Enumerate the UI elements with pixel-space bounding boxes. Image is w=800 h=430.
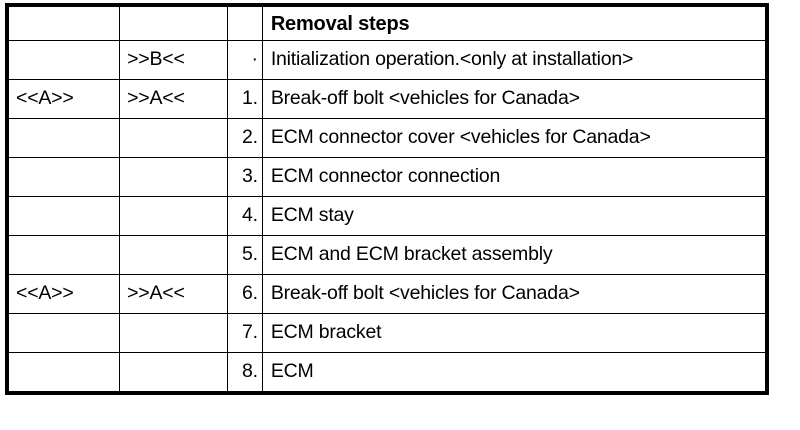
cell-marker-a: [6, 118, 121, 158]
table-row: <<A>> >>A<< 6. Break-off bolt <vehicles …: [6, 274, 768, 314]
header-label-number: [228, 23, 262, 24]
cell-marker-a: <<A>>: [6, 274, 121, 314]
table-row: 8. ECM: [6, 352, 768, 394]
marker-a-label: <<A>>: [16, 284, 74, 304]
cell-step-number: 1.: [226, 79, 263, 119]
cell-marker-b: >>A<<: [119, 274, 228, 314]
cell-marker-a: [6, 313, 121, 353]
step-description-label: ECM and ECM bracket assembly: [270, 245, 553, 265]
removal-steps-table-container: Removal steps >>B<< · Initiali: [5, 3, 769, 395]
cell-marker-a: [6, 196, 121, 236]
cell-marker-b: [119, 196, 228, 236]
step-description-label: ECM connector cover <vehicles for Canada…: [270, 128, 651, 148]
table-header-row: Removal steps: [6, 4, 768, 41]
step-number-label: 7.: [241, 323, 258, 343]
cell-step-description: Initialization operation.<only at instal…: [261, 40, 768, 80]
cell-step-number: 4.: [226, 196, 263, 236]
step-number-label: 1.: [241, 89, 258, 109]
cell-step-description: Break-off bolt <vehicles for Canada>: [261, 79, 768, 119]
cell-marker-a: [6, 235, 121, 275]
table-row: 7. ECM bracket: [6, 313, 768, 353]
table-head: Removal steps: [6, 4, 768, 41]
cell-marker-b: >>B<<: [119, 40, 228, 80]
cell-marker-a: [6, 157, 121, 197]
cell-step-number: ·: [226, 40, 263, 80]
step-description-label: ECM bracket: [270, 323, 382, 343]
table-row: 2. ECM connector cover <vehicles for Can…: [6, 118, 768, 158]
cell-marker-b: >>A<<: [119, 79, 228, 119]
header-cell-marker-a: [6, 4, 121, 41]
header-cell-marker-b: [119, 4, 228, 41]
cell-step-description: ECM: [261, 352, 768, 394]
cell-step-number: 3.: [226, 157, 263, 197]
cell-step-description: ECM connector connection: [261, 157, 768, 197]
marker-b-label: >>A<<: [127, 284, 185, 304]
step-number-label: 3.: [241, 167, 258, 187]
cell-step-number: 2.: [226, 118, 263, 158]
step-description-label: Break-off bolt <vehicles for Canada>: [270, 89, 580, 109]
step-number-label: 5.: [241, 245, 258, 265]
cell-step-description: ECM stay: [261, 196, 768, 236]
cell-marker-b: [119, 235, 228, 275]
cell-step-description: ECM connector cover <vehicles for Canada…: [261, 118, 768, 158]
cell-step-description: ECM and ECM bracket assembly: [261, 235, 768, 275]
cell-marker-b: [119, 157, 228, 197]
cell-step-number: 8.: [226, 352, 263, 394]
step-description-label: ECM stay: [270, 206, 354, 226]
marker-b-label: >>A<<: [127, 89, 185, 109]
header-cell-number: [226, 4, 263, 41]
table-row: 4. ECM stay: [6, 196, 768, 236]
step-description-label: Initialization operation.<only at instal…: [270, 50, 634, 70]
step-number-label: 8.: [241, 362, 258, 382]
step-number-label: 2.: [241, 128, 258, 148]
step-number-label: 6.: [241, 284, 258, 304]
table-row: 5. ECM and ECM bracket assembly: [6, 235, 768, 275]
table-body: >>B<< · Initialization operation.<only a…: [6, 40, 768, 394]
table-row: 3. ECM connector connection: [6, 157, 768, 197]
cell-marker-b: [119, 118, 228, 158]
cell-marker-a: [6, 352, 121, 394]
cell-marker-b: [119, 352, 228, 394]
cell-marker-a: [6, 40, 121, 80]
cell-step-number: 6.: [226, 274, 263, 314]
header-label-marker-b: [120, 23, 227, 24]
step-description-label: Break-off bolt <vehicles for Canada>: [270, 284, 580, 304]
cell-step-number: 5.: [226, 235, 263, 275]
marker-a-label: <<A>>: [16, 89, 74, 109]
step-description-label: ECM: [270, 362, 314, 382]
table-row: <<A>> >>A<< 1. Break-off bolt <vehicles …: [6, 79, 768, 119]
removal-steps-table: Removal steps >>B<< · Initiali: [5, 3, 769, 395]
header-label-marker-a: [9, 23, 119, 24]
cell-step-description: Break-off bolt <vehicles for Canada>: [261, 274, 768, 314]
cell-step-description: ECM bracket: [261, 313, 768, 353]
marker-b-label: >>B<<: [127, 50, 185, 70]
step-description-label: ECM connector connection: [270, 167, 501, 187]
header-cell-removal-steps: Removal steps: [261, 4, 768, 41]
step-number-label: ·: [251, 50, 258, 70]
header-label-removal-steps: Removal steps: [270, 13, 410, 34]
step-number-label: 4.: [241, 206, 258, 226]
cell-step-number: 7.: [226, 313, 263, 353]
cell-marker-a: <<A>>: [6, 79, 121, 119]
cell-marker-b: [119, 313, 228, 353]
table-row: >>B<< · Initialization operation.<only a…: [6, 40, 768, 80]
